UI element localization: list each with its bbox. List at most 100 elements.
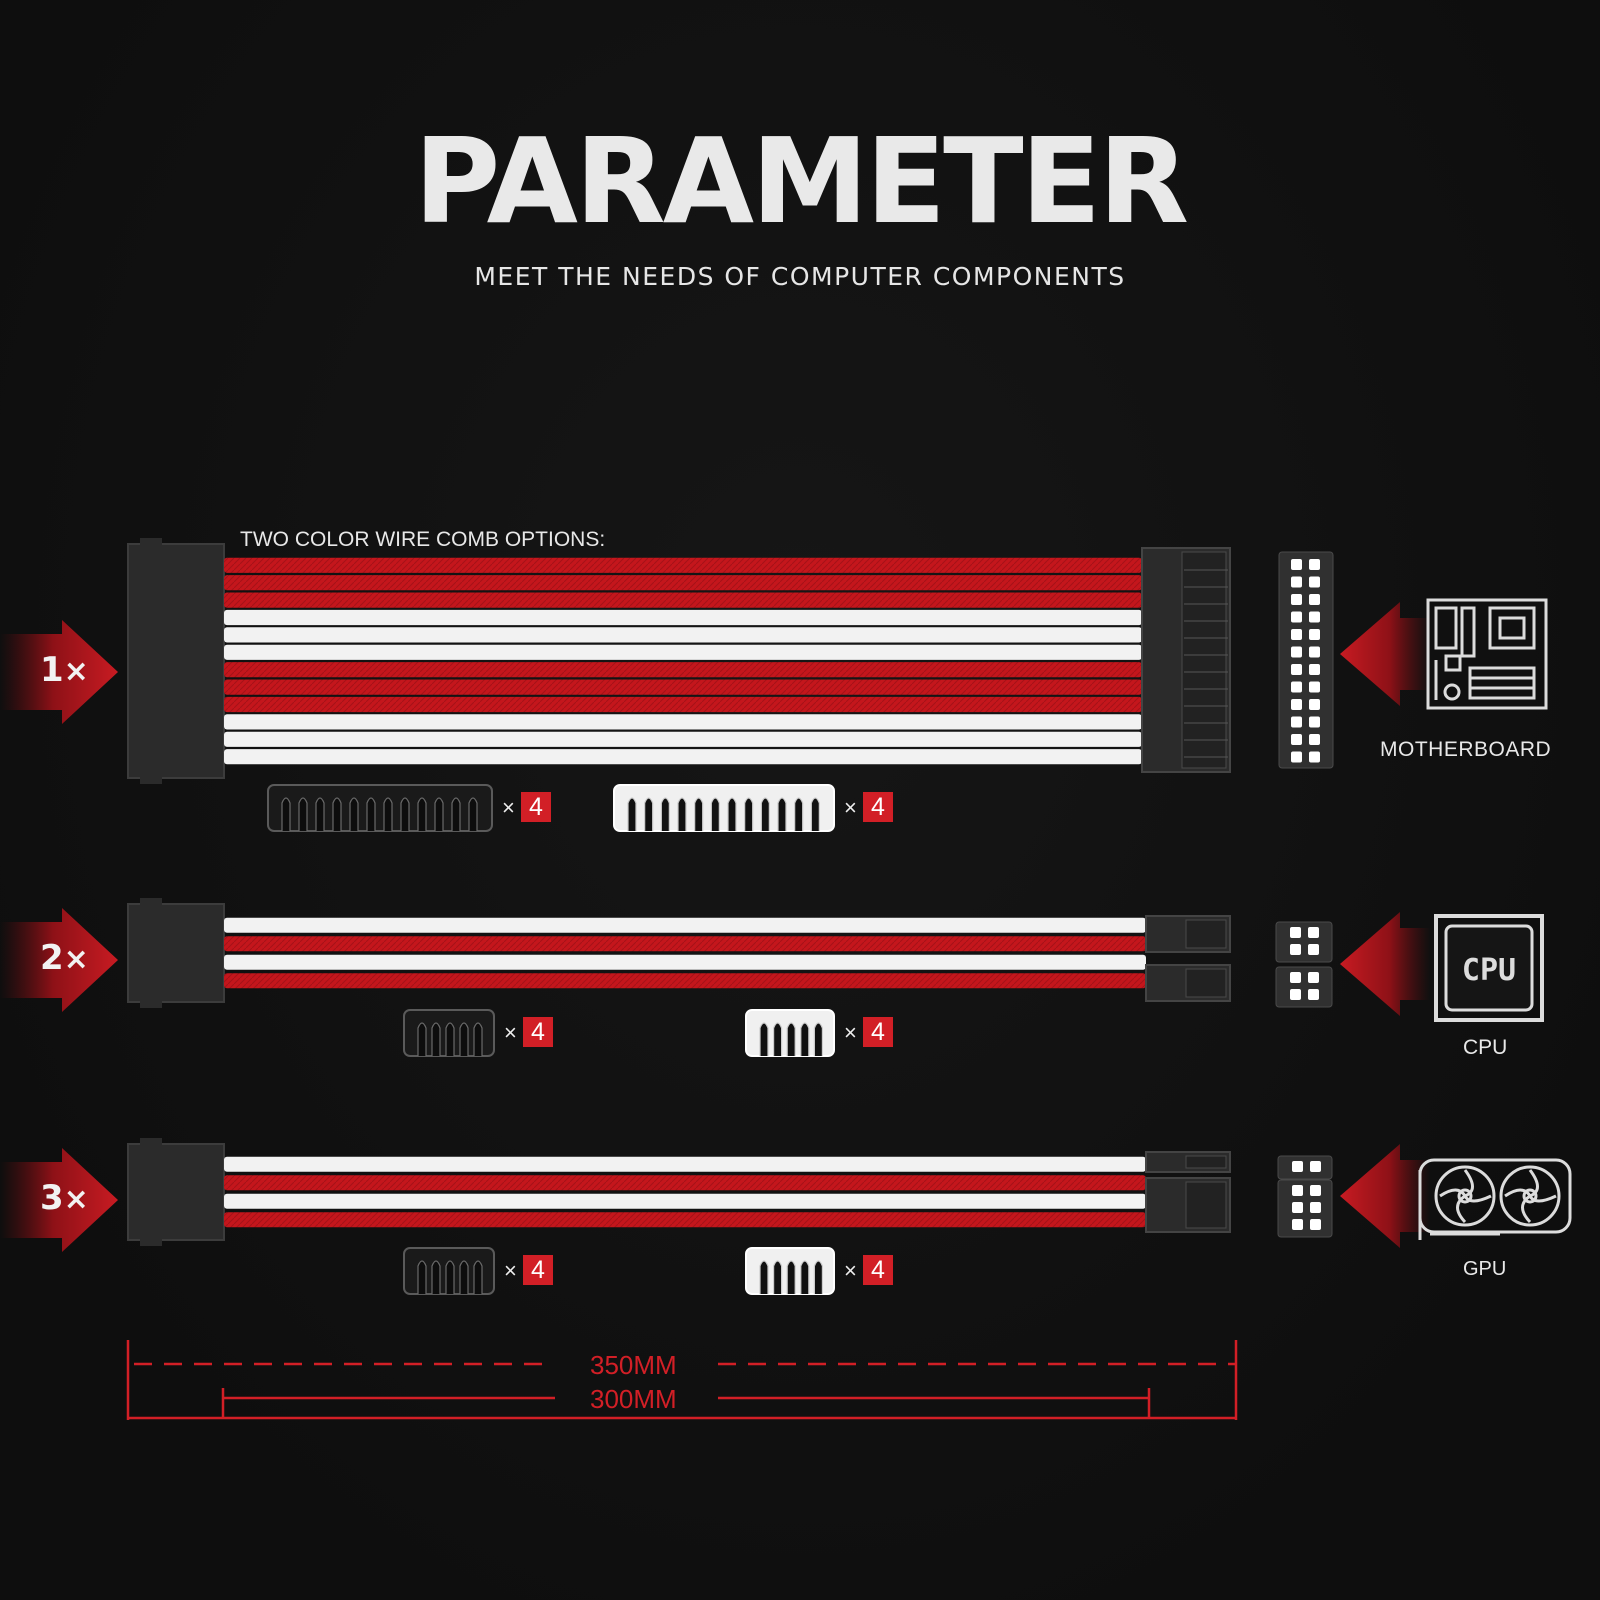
socket-2	[1275, 921, 1333, 963]
quantity-times: ×	[63, 654, 89, 689]
comb-slot	[332, 797, 342, 831]
socket-pin	[1309, 576, 1320, 588]
comb-slot	[400, 797, 410, 831]
wire-white	[224, 954, 1146, 970]
socket-pin	[1310, 1219, 1321, 1230]
comb-times-white: ×	[844, 1020, 857, 1045]
comb-slot	[298, 797, 308, 831]
socket-pin	[1309, 594, 1320, 605]
comb-slot	[459, 1260, 469, 1294]
comb-slot	[349, 797, 359, 831]
socket-pin	[1291, 664, 1302, 675]
wire-white	[224, 917, 1146, 933]
socket-2	[1275, 966, 1333, 1008]
wire-red	[224, 1212, 1146, 1228]
cables-layer	[0, 538, 1430, 1295]
quantity-label-3: 3×	[40, 1178, 89, 1218]
quantity-number: 1	[40, 650, 64, 690]
socket-pin	[1291, 646, 1302, 658]
wire-comb-options-label: TWO COLOR WIRE COMB OPTIONS:	[240, 528, 606, 551]
comb-slot	[677, 797, 687, 831]
socket-pin	[1292, 1185, 1303, 1196]
socket-pin	[1309, 664, 1320, 675]
socket-pin	[1309, 611, 1320, 623]
comb-times-black: ×	[504, 1020, 517, 1045]
gpu-icon	[1418, 1158, 1572, 1240]
component-label-motherboard: MOTHERBOARD	[1380, 738, 1552, 761]
left-connector-2	[127, 903, 225, 1003]
comb-slot	[445, 1260, 455, 1294]
right-connector-pins	[1185, 1181, 1227, 1229]
comb-slot	[777, 797, 787, 831]
socket-pin	[1291, 751, 1302, 763]
wire-white	[224, 731, 1142, 747]
socket-pin	[1309, 734, 1320, 745]
comb-count-badge-white: 4	[863, 1255, 893, 1285]
wire-white	[224, 714, 1142, 730]
right-connector-pins	[1185, 1155, 1227, 1169]
comb-slot	[710, 797, 720, 831]
right-connector-pins	[1185, 919, 1227, 949]
socket-pin	[1309, 629, 1320, 640]
socket-pin	[1291, 559, 1302, 570]
socket-pin	[1291, 629, 1302, 640]
socket-pin	[1290, 989, 1301, 1000]
comb-count-badge-white: 4	[863, 1017, 893, 1047]
comb-slot	[417, 1260, 427, 1294]
comb-slot	[468, 797, 478, 831]
component-label-cpu: CPU	[1463, 1036, 1508, 1059]
dimension-lines	[126, 1340, 1238, 1420]
socket-pin	[1308, 944, 1319, 955]
component-arrow-1	[1340, 602, 1430, 706]
comb-slot	[813, 1022, 823, 1056]
wire-white	[224, 644, 1142, 660]
quantity-label-1: 1×	[40, 650, 89, 690]
socket-pin	[1290, 927, 1301, 938]
quantity-arrow-3	[0, 1148, 118, 1252]
wire-red	[224, 557, 1142, 573]
wire-white	[224, 749, 1142, 765]
comb-slot	[451, 797, 461, 831]
comb-slot	[315, 797, 325, 831]
comb-slot	[473, 1022, 483, 1056]
quantity-number: 3	[40, 1178, 64, 1218]
socket-pin	[1309, 559, 1320, 570]
component-label-gpu: GPU	[1463, 1258, 1507, 1280]
socket-pin	[1291, 734, 1302, 745]
component-arrow-3	[1340, 1144, 1430, 1248]
comb-slot	[744, 797, 754, 831]
comb-slot	[759, 1022, 769, 1056]
left-connector-latch	[140, 1138, 162, 1146]
comb-count-badge-white: 4	[863, 792, 893, 822]
comb-slot	[759, 1260, 769, 1294]
comb-slot	[660, 797, 670, 831]
socket-pin	[1309, 681, 1320, 693]
wire-white	[224, 1193, 1146, 1209]
dimension-350mm: 350MM	[590, 1350, 677, 1380]
wire-red	[224, 936, 1146, 952]
comb-slot	[794, 797, 804, 831]
comb-count-badge-black: 4	[523, 1255, 553, 1285]
comb-slot	[773, 1022, 783, 1056]
left-connector-latch	[140, 1000, 162, 1008]
comb-slot	[786, 1260, 796, 1294]
quantity-arrow-1	[0, 620, 118, 724]
comb-slot	[760, 797, 770, 831]
left-connector-latch	[140, 898, 162, 906]
socket-pin	[1290, 972, 1301, 983]
comb-slot	[773, 1260, 783, 1294]
socket-pin	[1291, 716, 1302, 728]
socket-pin	[1291, 681, 1302, 693]
left-connector-1	[127, 543, 225, 779]
comb-slot	[445, 1022, 455, 1056]
wire-red	[224, 679, 1142, 695]
comb-times-white: ×	[844, 795, 857, 820]
wire-red	[224, 696, 1142, 713]
socket-pin	[1309, 751, 1320, 763]
comb-slot	[727, 797, 737, 831]
comb-slot	[383, 797, 393, 831]
socket-pin	[1291, 576, 1302, 588]
socket-pin	[1310, 1185, 1321, 1196]
comb-slot	[800, 1022, 810, 1056]
quantity-times: ×	[63, 1182, 89, 1217]
